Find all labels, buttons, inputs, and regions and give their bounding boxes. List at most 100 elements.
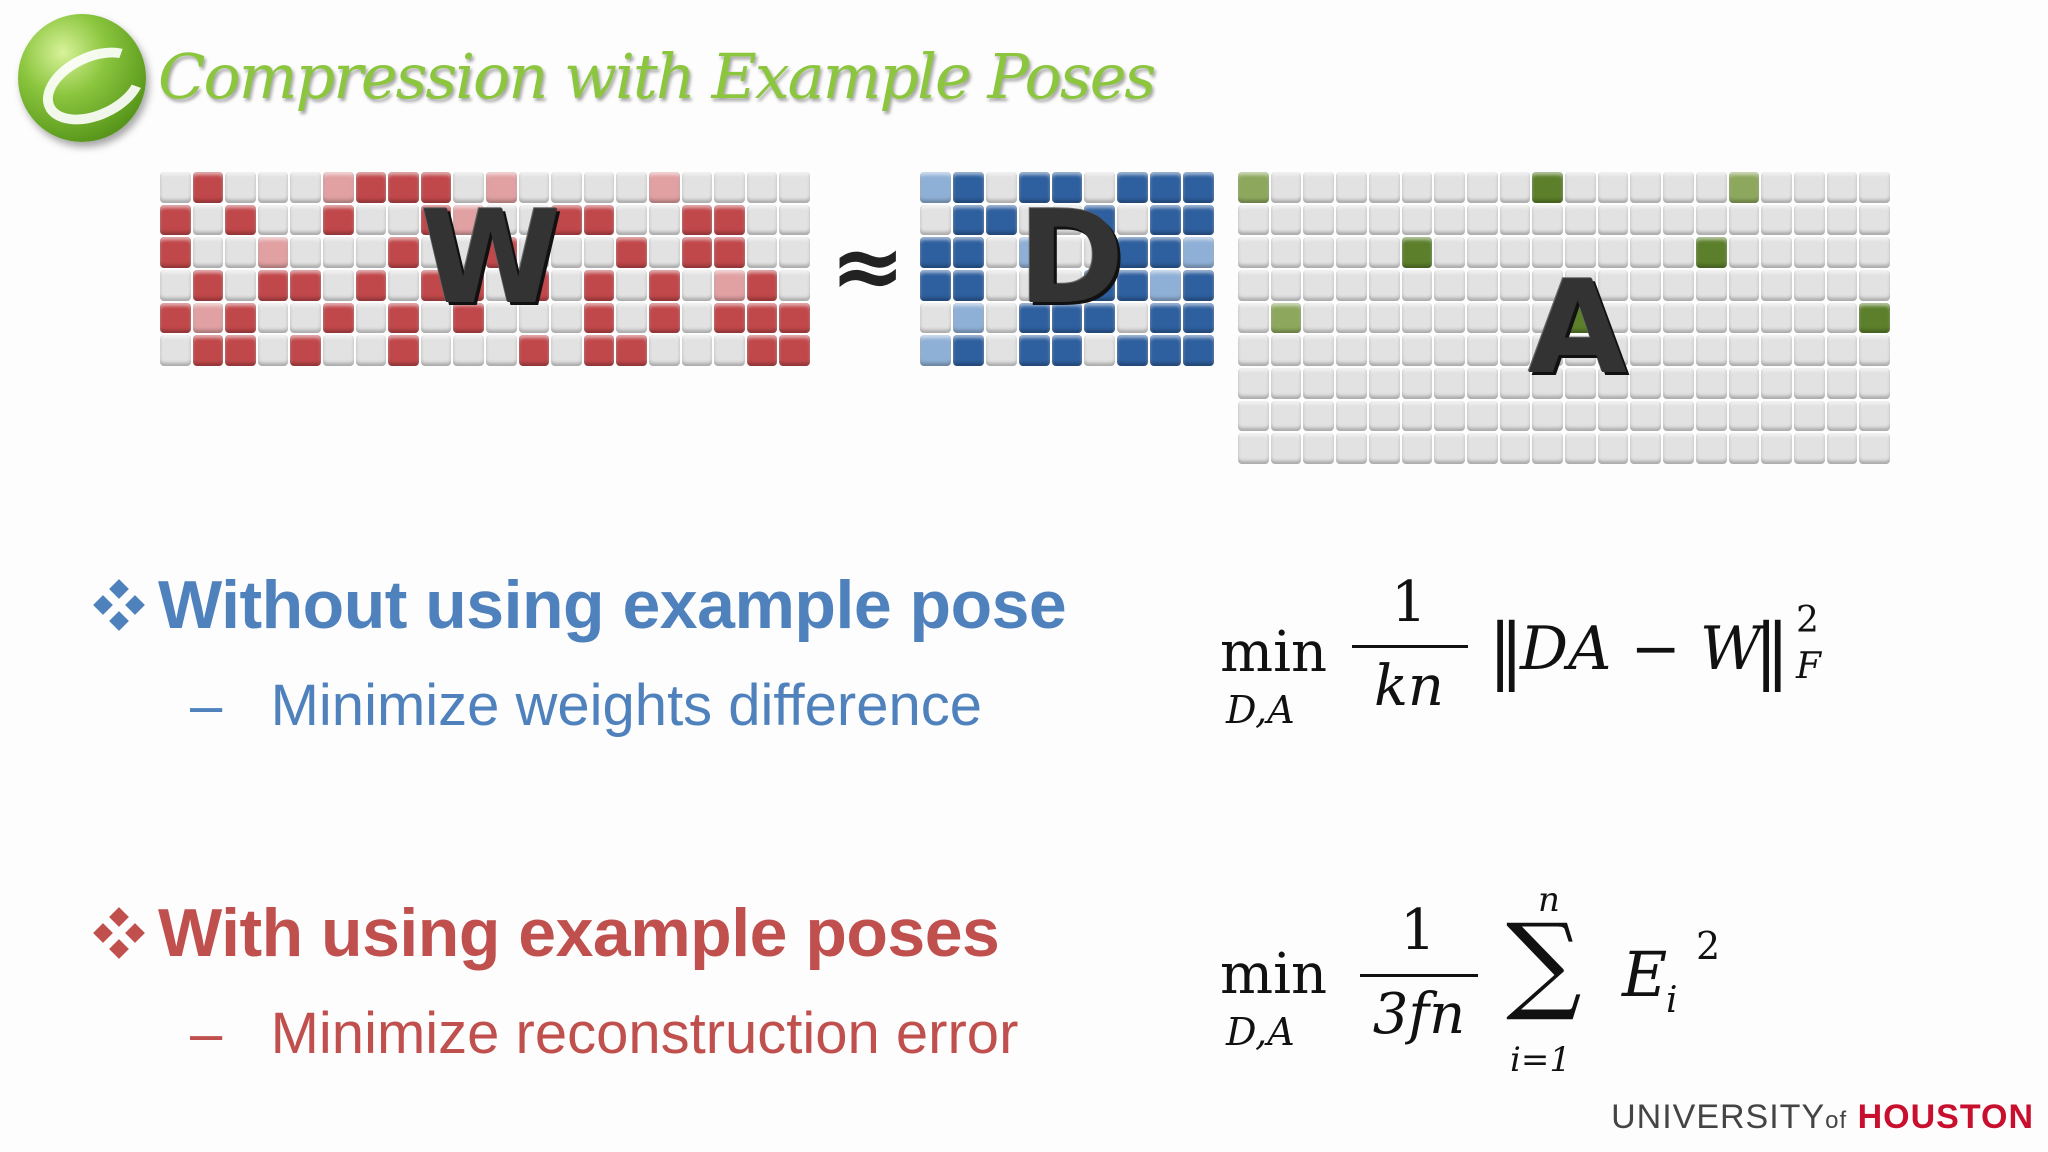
matrix-cell: [192, 302, 224, 334]
matrix-cell: [1695, 204, 1727, 236]
matrix-cell: [1368, 400, 1400, 432]
matrix-cell: [518, 302, 550, 334]
matrix-cell: [1793, 237, 1825, 268]
matrix-cell: [920, 269, 951, 301]
matrix-cell: [1466, 204, 1498, 236]
matrix-cell: [1183, 237, 1214, 268]
matrix-cell: [1150, 269, 1182, 301]
matrix-cell: [1761, 269, 1792, 301]
matrix-cell: [388, 204, 419, 236]
bullet-heading: Without using example pose: [158, 567, 1067, 643]
matrix-cell: [323, 335, 354, 366]
matrix-cell: [714, 302, 745, 334]
sub-bullet-text: Minimize weights difference: [270, 673, 982, 738]
matrix-cell: [746, 269, 778, 301]
matrix-cell: [420, 302, 452, 334]
matrix-cell: [1183, 335, 1214, 366]
matrix-cell: [1238, 367, 1269, 399]
matrix-cell: [257, 204, 289, 236]
matrix-cell: [1859, 204, 1890, 236]
matrix-cell: [388, 302, 419, 334]
matrix-cell: [486, 335, 517, 366]
matrix-cell: [746, 335, 778, 366]
matrix-cell: [1434, 367, 1465, 399]
matrix-cell: [1728, 400, 1760, 432]
matrix-cell: [1859, 302, 1890, 334]
matrix-cell: [1466, 367, 1498, 399]
matrix-cell: [1368, 172, 1400, 203]
matrix-cell: [551, 172, 582, 203]
matrix-cell: [1018, 172, 1050, 203]
sum-upper-limit: n: [1538, 880, 1560, 920]
matrix-cell: [681, 237, 713, 268]
matrix-cell: [1238, 204, 1269, 236]
matrix-cell: [1466, 400, 1498, 432]
matrix-cell: [1051, 302, 1083, 334]
matrix-cell: [355, 204, 387, 236]
matrix-cell: [551, 269, 582, 301]
matrix-cell: [1728, 204, 1760, 236]
matrix-cell: [420, 237, 452, 268]
sum-lower-limit: i=1: [1510, 1040, 1571, 1080]
matrix-cell: [1859, 367, 1890, 399]
matrix-cell: [1270, 204, 1302, 236]
matrix-cell: [1695, 237, 1727, 268]
matrix-cell: [1368, 237, 1400, 268]
matrix-cell: [1401, 400, 1433, 432]
university-logo: UNIVERSITYof HOUSTON: [1611, 1098, 2034, 1137]
matrix-cell: [1270, 269, 1302, 301]
matrix-cell: [1368, 367, 1400, 399]
matrix-cell: [1270, 433, 1302, 464]
matrix-cell: [453, 172, 484, 203]
matrix-cell: [1336, 302, 1367, 334]
matrix-cell: [1728, 237, 1760, 268]
diamond-bullet-icon: [93, 579, 145, 631]
matrix-cell: [257, 335, 289, 366]
matrix-cell: [1270, 302, 1302, 334]
matrix-cell: [225, 237, 256, 268]
matrix-cell: [1336, 269, 1367, 301]
matrix-cell: [1499, 335, 1531, 366]
matrix-cell: [681, 335, 713, 366]
matrix-cell: [1761, 367, 1792, 399]
matrix-cell: [486, 269, 517, 301]
matrix-cell: [1695, 335, 1727, 366]
matrix-cell: [1084, 204, 1116, 236]
matrix-cell: [583, 335, 615, 366]
matrix-cell: [1303, 400, 1335, 432]
matrix-cell: [1532, 433, 1563, 464]
sub-bullet-text: Minimize reconstruction error: [270, 1001, 1019, 1066]
matrix-cell: [583, 269, 615, 301]
logo-icon: [18, 14, 158, 142]
matrix-cell: [388, 269, 419, 301]
matrix-cell: [1565, 400, 1596, 432]
matrix-cell: [1565, 302, 1596, 334]
matrix-cell: [985, 204, 1017, 236]
matrix-cell: [1532, 269, 1563, 301]
matrix-cell: [1630, 269, 1662, 301]
matrix-cell: [290, 204, 321, 236]
matrix-cell: [1597, 367, 1629, 399]
matrix-cell: [486, 302, 517, 334]
matrix-cell: [1728, 302, 1760, 334]
matrix-cell: [1117, 204, 1149, 236]
matrix-cell: [1565, 433, 1596, 464]
matrix-cell: [1695, 433, 1727, 464]
matrix-cell: [1270, 335, 1302, 366]
matrix-cell: [1150, 204, 1182, 236]
formula-norm-body: DA − W: [1520, 614, 1762, 684]
matrix-cell: [1303, 367, 1335, 399]
matrix-cell: [1238, 433, 1269, 464]
sum-symbol: ∑: [1506, 901, 1582, 1024]
matrix-cell: [1597, 335, 1629, 366]
matrix-cell: [1532, 335, 1563, 366]
matrix-cell: [1051, 269, 1083, 301]
matrix-cell: [1336, 433, 1367, 464]
footer-houston: HOUSTON: [1857, 1098, 2034, 1136]
matrix-cell: [1859, 269, 1890, 301]
matrix-cell: [920, 204, 951, 236]
matrix-cell: [1826, 302, 1858, 334]
matrix-cell: [1793, 172, 1825, 203]
matrix-cell: [1597, 269, 1629, 301]
matrix-cell: [420, 204, 452, 236]
